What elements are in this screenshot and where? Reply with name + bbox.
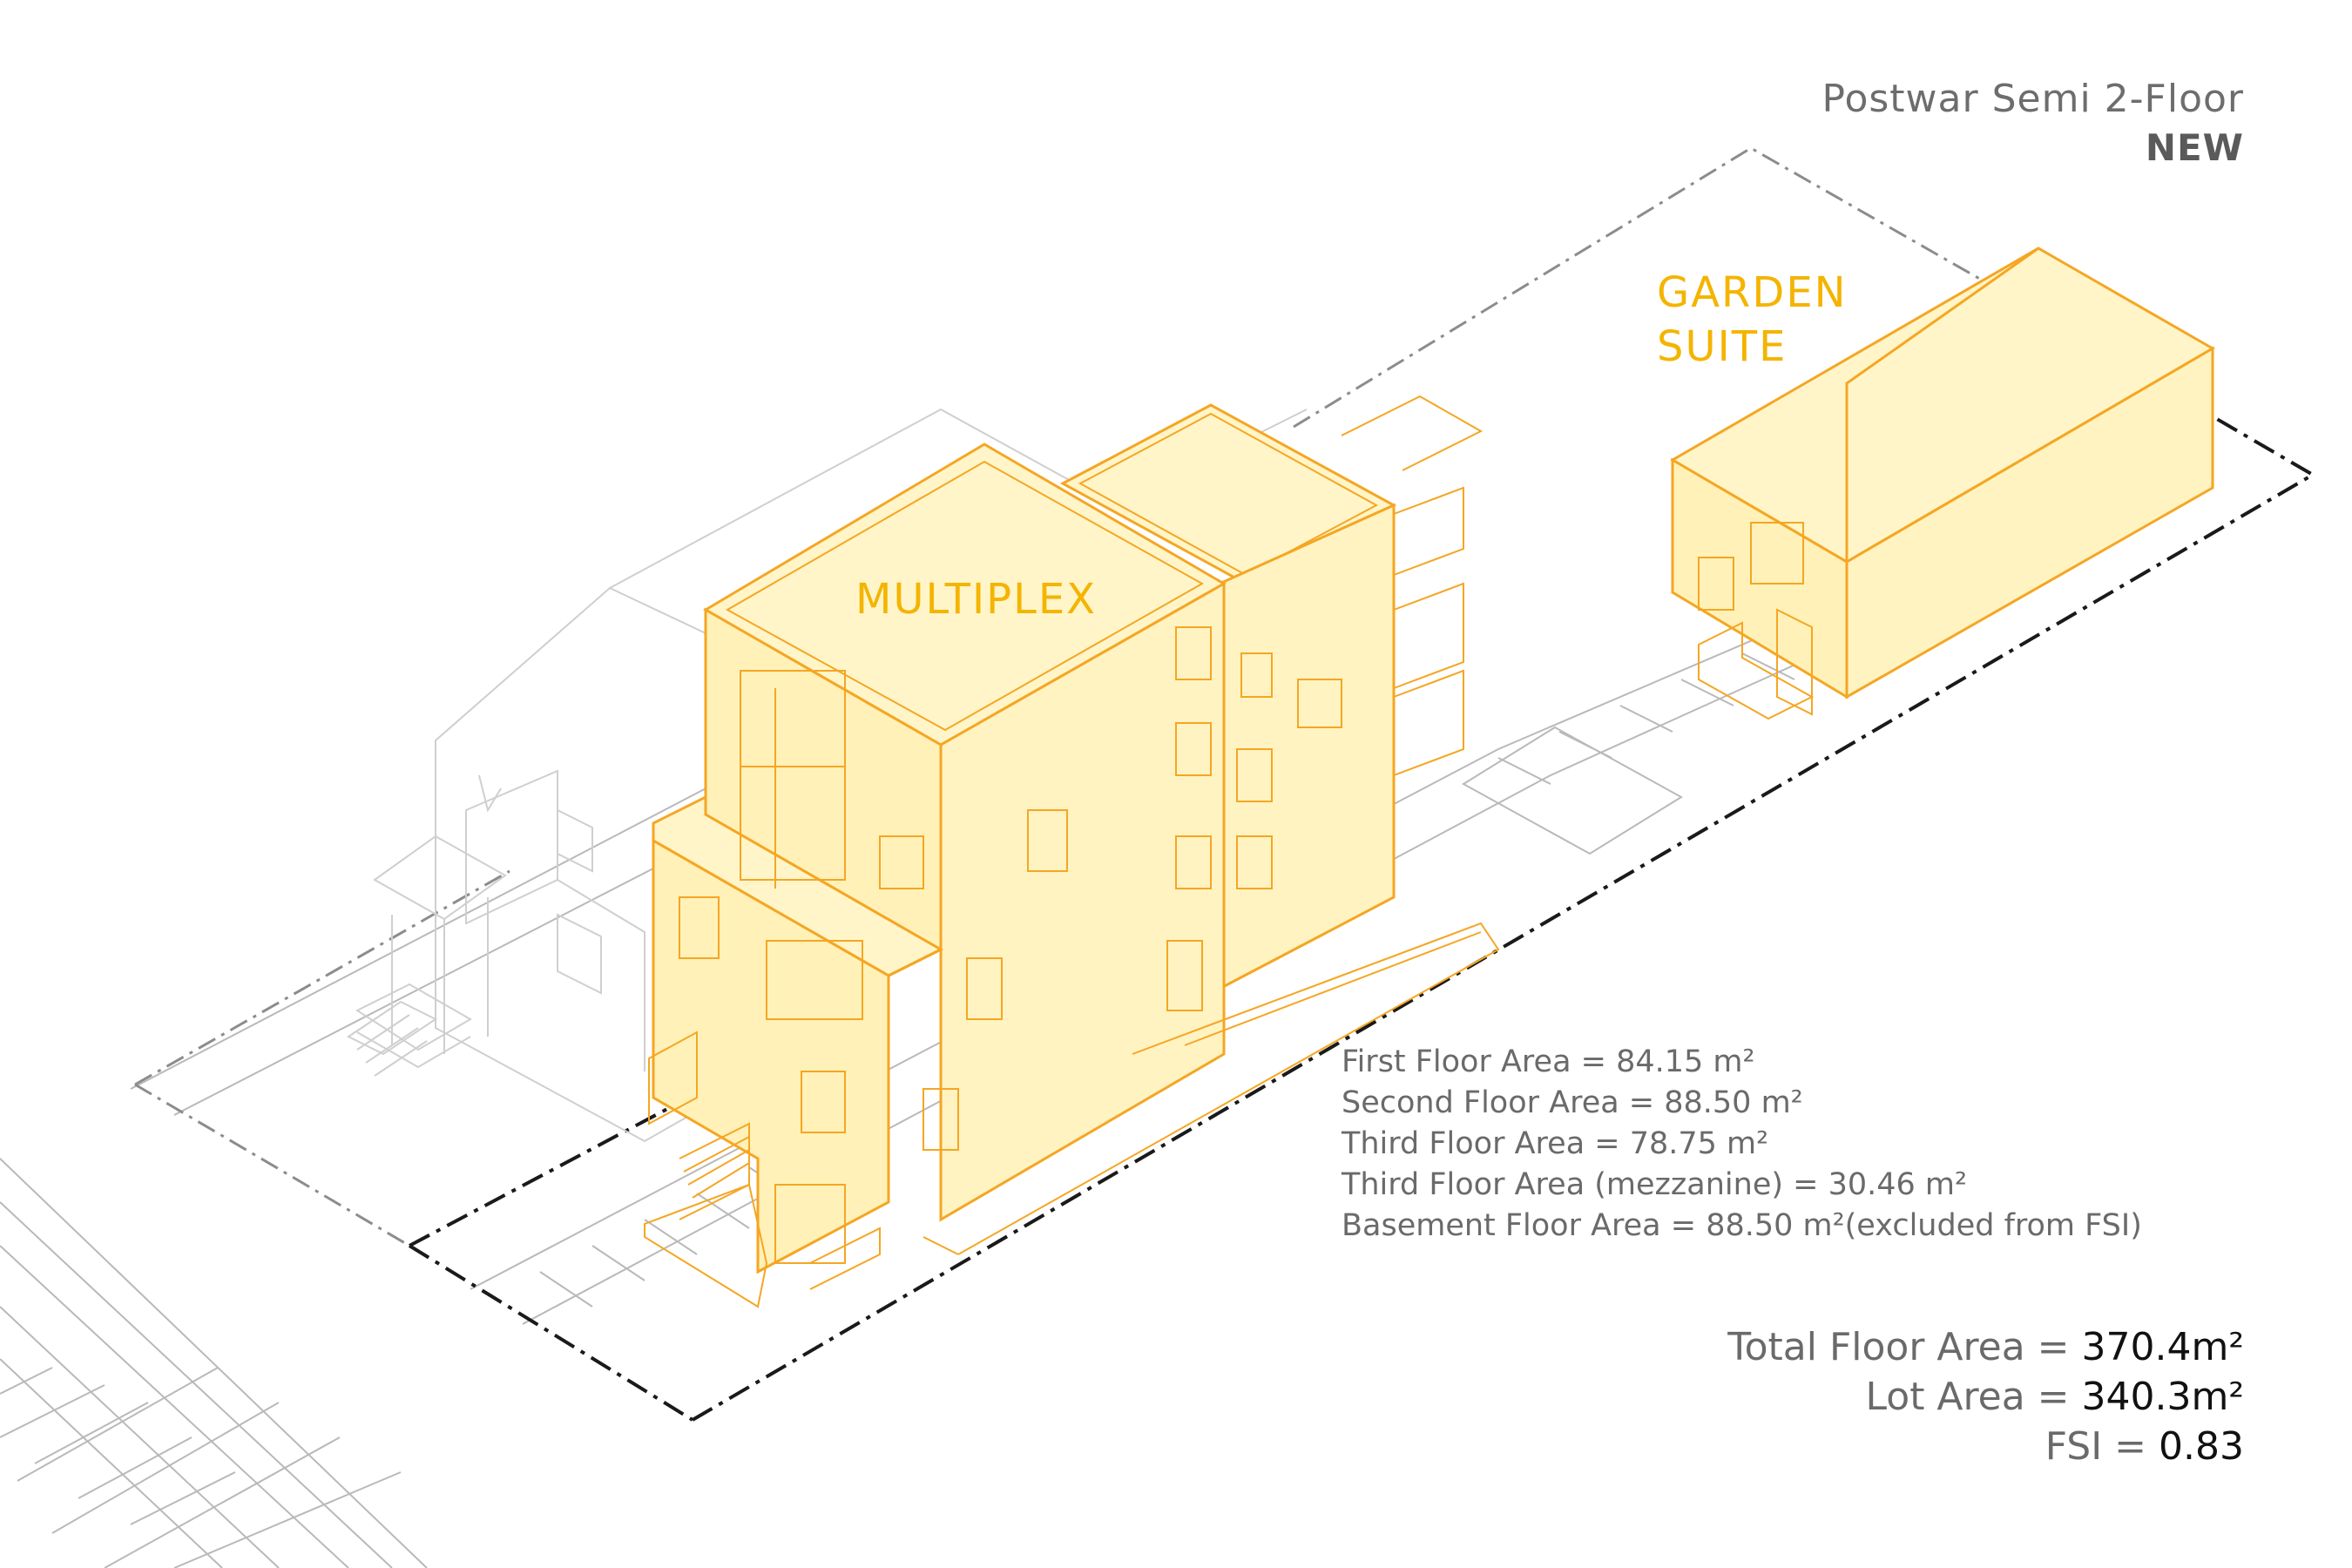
fsi: FSI = 0.83: [1727, 1422, 2244, 1471]
lot-boundary-neighbour: [134, 146, 1996, 1247]
multiplex-label: MULTIPLEX: [855, 575, 1098, 624]
neighbour-stairs: [347, 1000, 437, 1077]
page-subtitle: NEW: [2145, 126, 2244, 169]
multiplex-rear-building: [1059, 403, 1397, 991]
rear-balconies: [1341, 395, 1484, 776]
garden-suite: [1670, 247, 2215, 720]
garden-suite-label: GARDEN SUITE: [1657, 266, 1848, 374]
patio: [1462, 726, 1683, 855]
page-title: Postwar Semi 2-Floor: [1821, 77, 2244, 121]
garden-label-line2: SUITE: [1657, 322, 1788, 371]
third-floor-area: Third Floor Area = 78.75 m²: [1342, 1126, 1769, 1161]
garden-label-line1: GARDEN: [1657, 268, 1848, 317]
fsi-label: FSI =: [2044, 1424, 2159, 1469]
total-floor-area-label: Total Floor Area =: [1727, 1325, 2082, 1369]
walkway: [923, 922, 1500, 1255]
multiplex-main-building: [652, 443, 1227, 1274]
lot-area-label: Lot Area =: [1865, 1375, 2082, 1419]
totals-block: Total Floor Area = 370.4m² Lot Area = 34…: [1727, 1322, 2244, 1471]
multiplex-front-steps: [644, 1031, 881, 1308]
total-floor-area-value: 370.4m²: [2081, 1325, 2244, 1369]
third-floor-mezzanine-area: Third Floor Area (mezzanine) = 30.46 m²: [1342, 1167, 1968, 1202]
first-floor-area: First Floor Area = 84.15 m²: [1342, 1044, 1755, 1079]
basement-floor-area: Basement Floor Area = 88.50 m²(excluded …: [1342, 1208, 2142, 1243]
fsi-value: 0.83: [2159, 1424, 2244, 1469]
lot-area-value: 340.3m²: [2081, 1375, 2244, 1419]
total-floor-area: Total Floor Area = 370.4m²: [1727, 1322, 2244, 1372]
lot-area: Lot Area = 340.3m²: [1727, 1372, 2244, 1422]
floor-area-list: First Floor Area = 84.15 m² Second Floor…: [1342, 1042, 2142, 1247]
second-floor-area: Second Floor Area = 88.50 m²: [1342, 1085, 1803, 1120]
